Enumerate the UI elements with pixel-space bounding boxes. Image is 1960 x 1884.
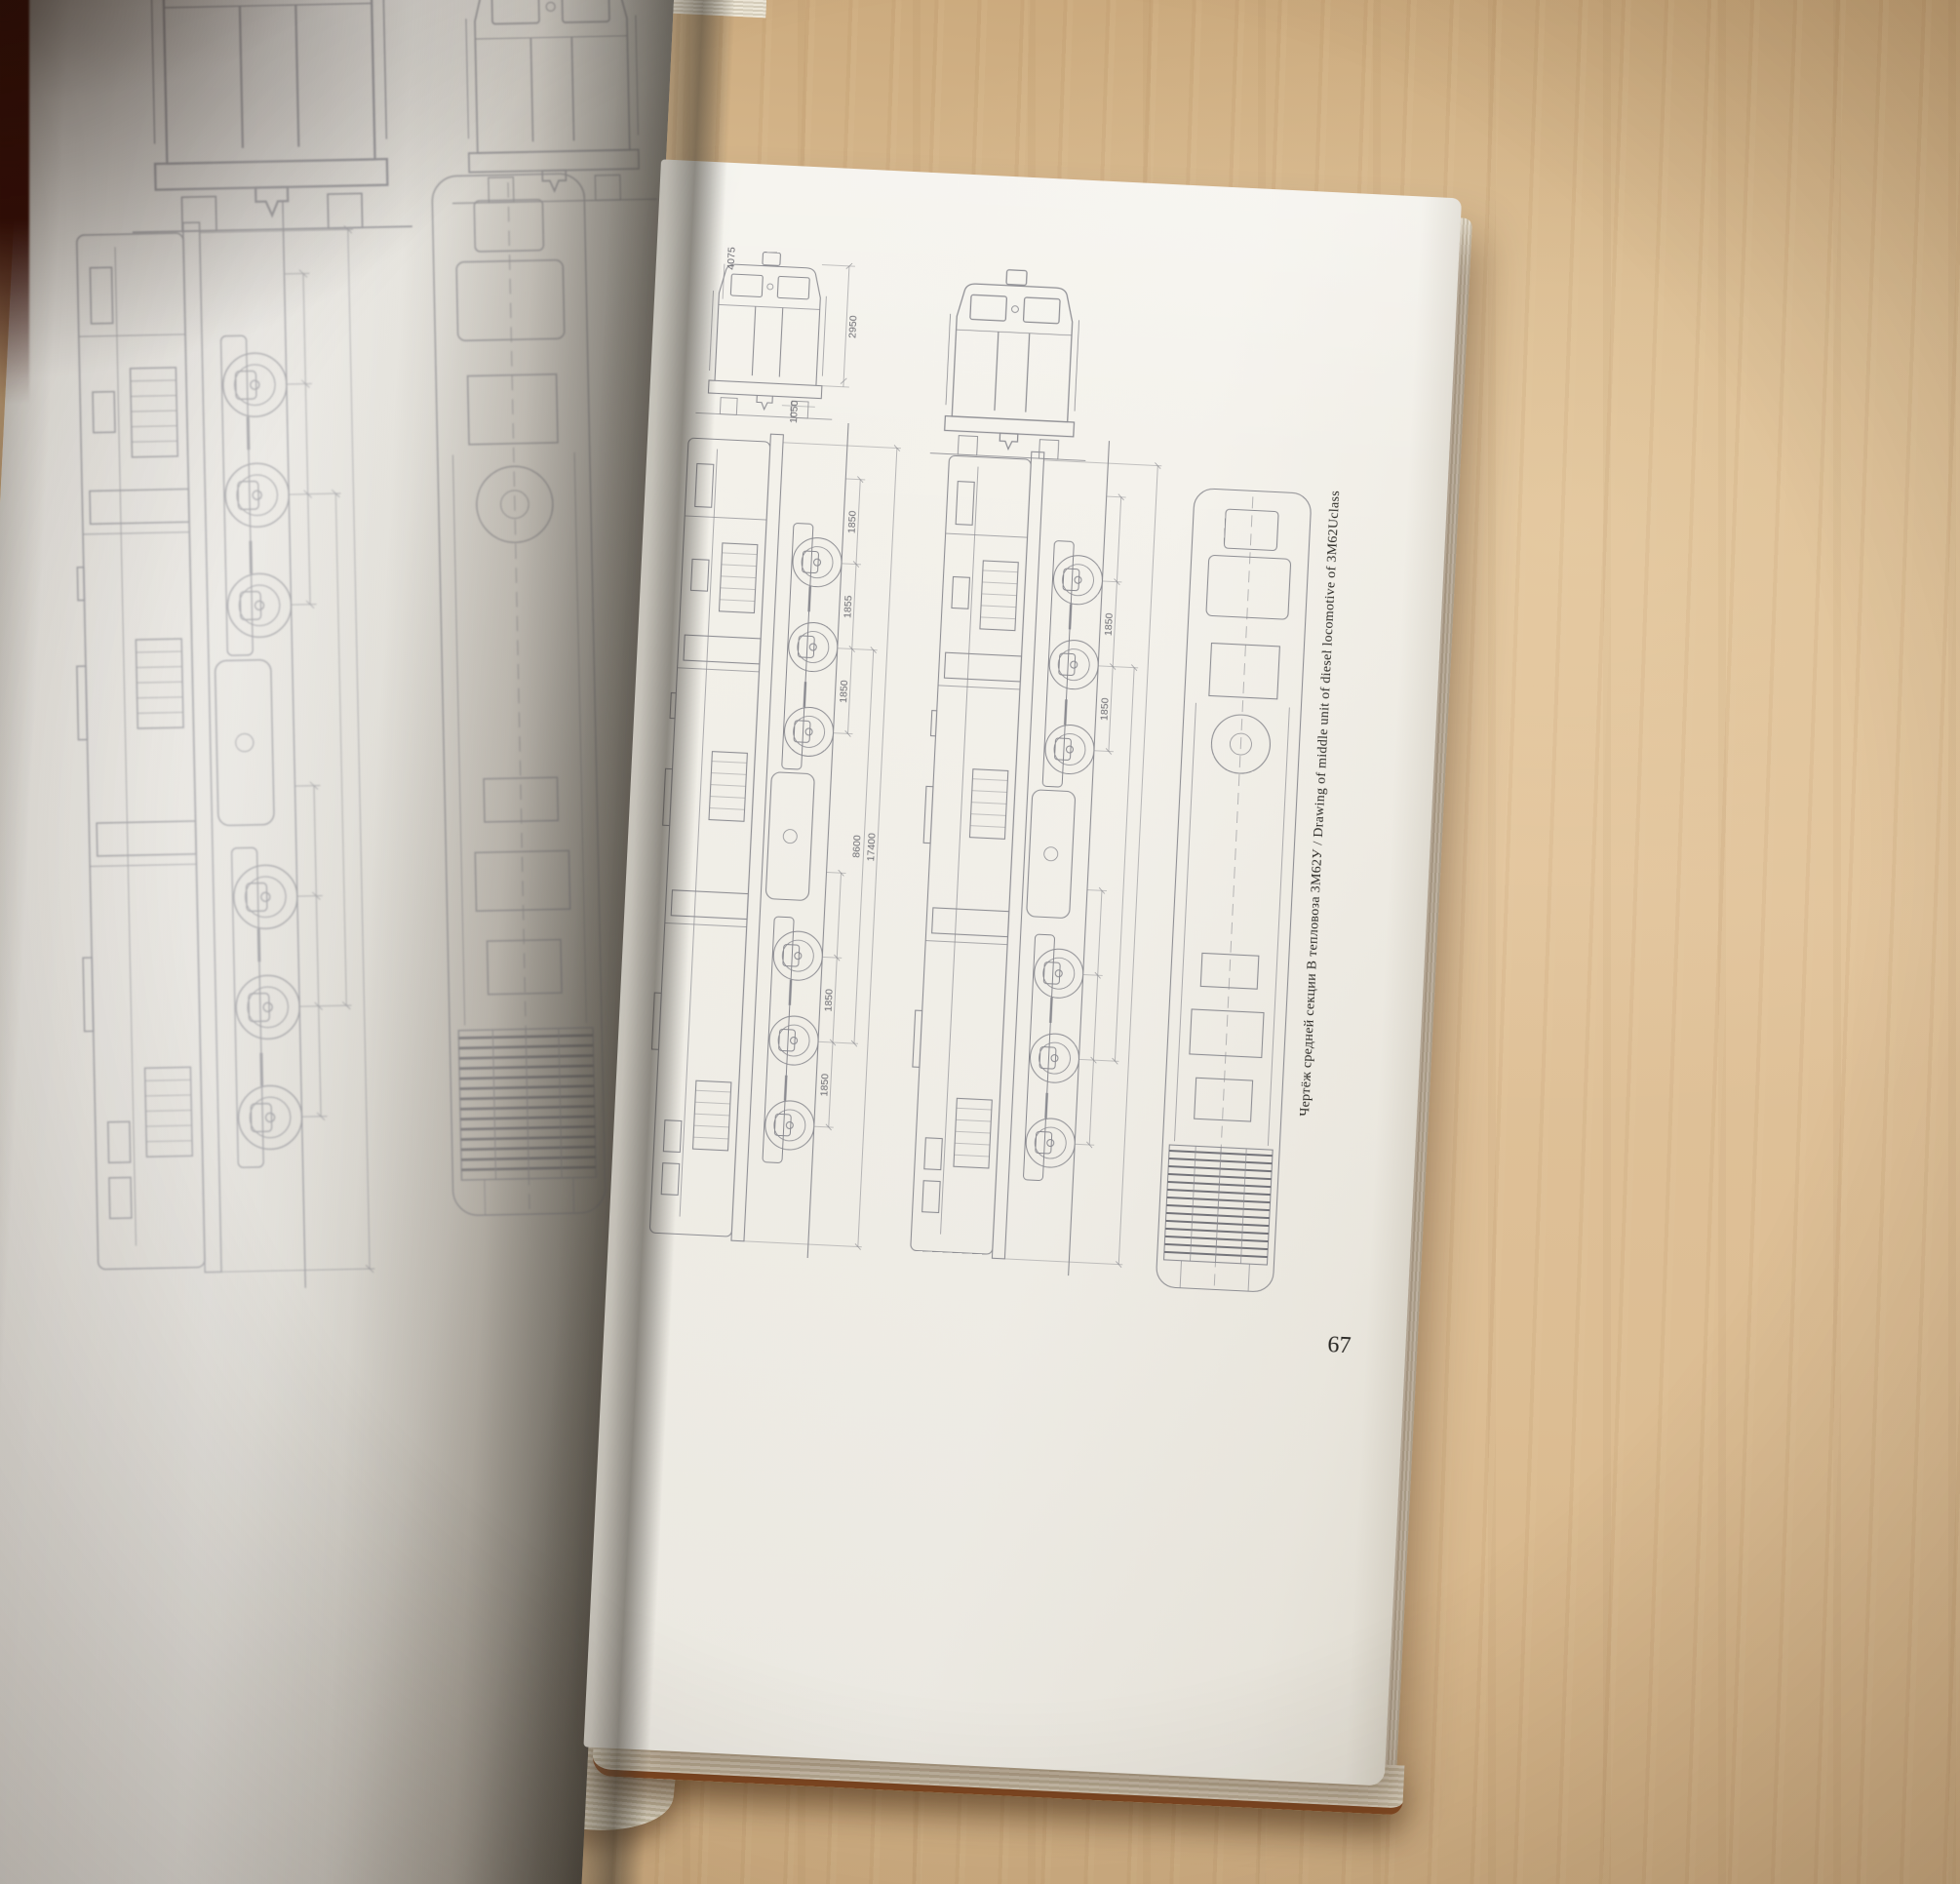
left-end-view-drawing-2 bbox=[446, 0, 658, 205]
dim-axle-c1: 1850 bbox=[1098, 697, 1111, 721]
dim-8600: 8600 bbox=[850, 835, 863, 858]
book-cover-edge bbox=[0, 0, 29, 404]
dim-axle-c2: 1850 bbox=[1103, 612, 1116, 636]
dim-axle-b1: 1850 bbox=[818, 1074, 831, 1097]
dim-17400: 17400 bbox=[865, 833, 878, 862]
left-plan-view-drawing bbox=[430, 172, 608, 1218]
end-view-dimension-labels: 4075 2950 1050 bbox=[725, 247, 860, 423]
dim-1050: 1050 bbox=[788, 400, 801, 423]
dim-2950: 2950 bbox=[846, 315, 859, 338]
end-view-b bbox=[929, 265, 1096, 462]
end-view-a bbox=[694, 249, 841, 420]
left-end-view-drawing bbox=[124, 0, 413, 234]
left-page bbox=[0, 0, 680, 1884]
plan-view bbox=[1155, 487, 1313, 1294]
dim-axle-b2: 1850 bbox=[823, 989, 836, 1012]
right-page: 4075 2950 1050 1850 1850 1850 1855 1850 … bbox=[583, 159, 1463, 1786]
dim-axle-a3: 1850 bbox=[846, 510, 859, 533]
end-view-dimension-lines bbox=[722, 262, 855, 408]
page-number: 67 bbox=[1326, 1332, 1352, 1359]
side-view-b bbox=[903, 433, 1163, 1278]
left-side-view-drawing bbox=[67, 200, 375, 1292]
dim-axle-a1: 1850 bbox=[838, 680, 850, 703]
dim-axle-a2: 1855 bbox=[842, 595, 854, 618]
dim-4075: 4075 bbox=[725, 247, 738, 270]
